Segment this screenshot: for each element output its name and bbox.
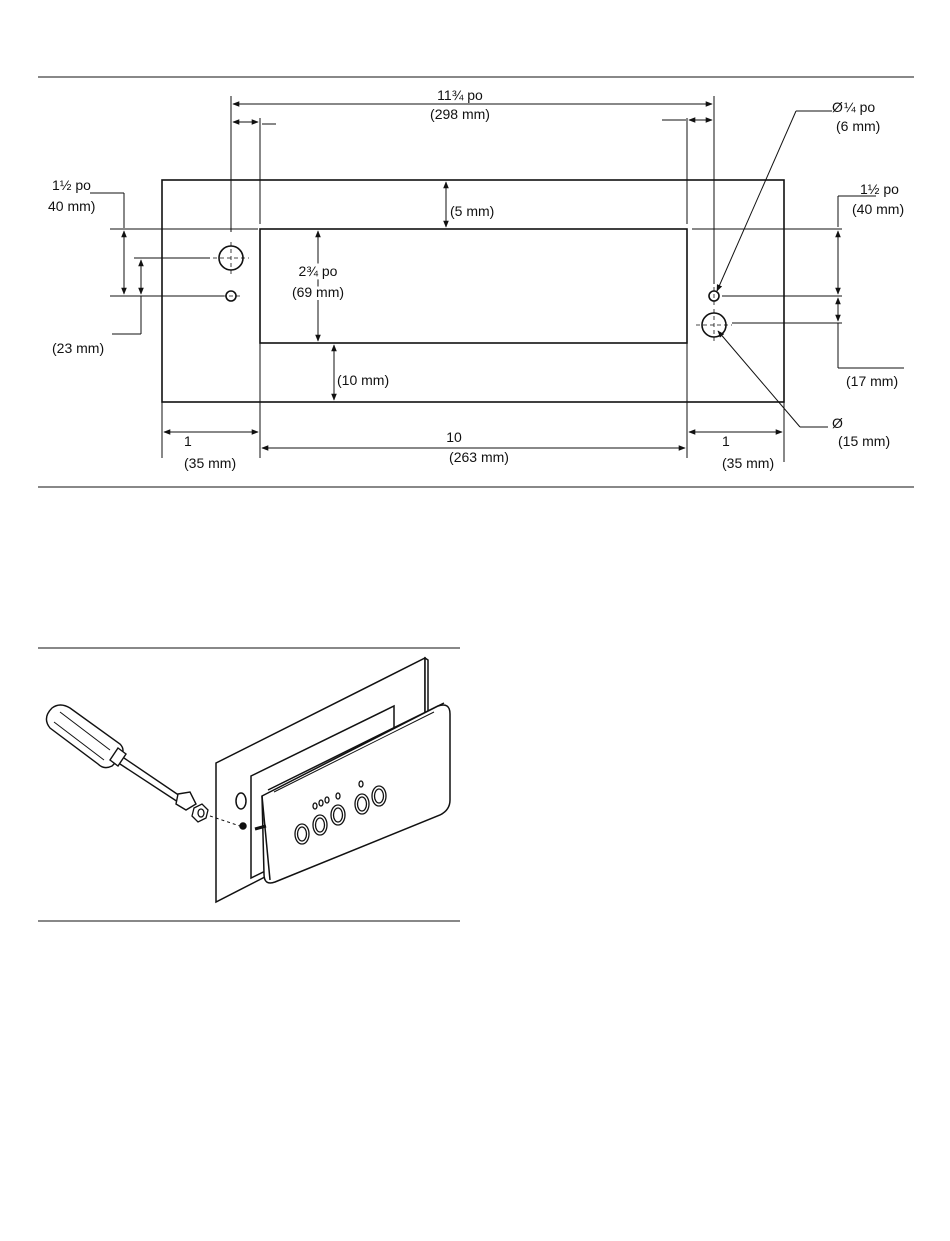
bottom-margin-label: (10 mm) <box>337 372 389 388</box>
screwdriver-icon <box>46 705 196 810</box>
mounting-screw <box>255 826 266 829</box>
small-hole-diameter-symbol: Ø <box>832 99 843 115</box>
right-offset-metric: (40 mm) <box>852 201 904 217</box>
left-side-metric: (35 mm) <box>184 455 236 471</box>
opening-height-label: 2¾ po <box>299 263 338 279</box>
left-offset-metric: 40 mm) <box>48 198 95 214</box>
overall-width-dimension <box>231 96 714 284</box>
control-panel <box>262 703 450 883</box>
mounting-plate <box>216 658 428 902</box>
right-hole-spacing-label: (17 mm) <box>846 373 898 389</box>
left-offset-dimension <box>90 193 258 296</box>
screw-axis <box>210 816 240 826</box>
overall-width-metric: (298 mm) <box>430 106 490 122</box>
hex-nut-icon <box>192 804 208 822</box>
left-offset-label: 1½ po <box>52 177 91 193</box>
large-hole-leader-arrow <box>718 331 800 427</box>
opening-width-label: 10 <box>446 429 462 445</box>
right-hole-spacing-dimension <box>732 298 904 368</box>
opening-width-metric: (263 mm) <box>449 449 509 465</box>
large-hole-label: (15 mm) <box>838 433 890 449</box>
right-side-metric: (35 mm) <box>722 455 774 471</box>
opening-height-metric: (69 mm) <box>292 284 344 300</box>
small-hole-metric: (6 mm) <box>836 118 880 134</box>
small-hole-label: ¼ po <box>844 99 875 115</box>
right-offset-label: 1½ po <box>860 181 899 197</box>
top-margin-label: (5 mm) <box>450 203 494 219</box>
cutout-dimension-diagram: 11¾ po (298 mm) Ø ¼ po (6 mm) 1½ po 40 m… <box>0 0 950 500</box>
left-hole-spacing-label: (23 mm) <box>52 340 104 356</box>
hole-centerlines <box>213 242 732 341</box>
overall-width-label: 11¾ po <box>437 87 483 103</box>
large-hole-diameter-symbol: Ø <box>832 415 843 431</box>
left-side-label: 1 <box>184 433 192 449</box>
right-side-label: 1 <box>722 433 730 449</box>
control-panel-buttons <box>295 781 386 844</box>
